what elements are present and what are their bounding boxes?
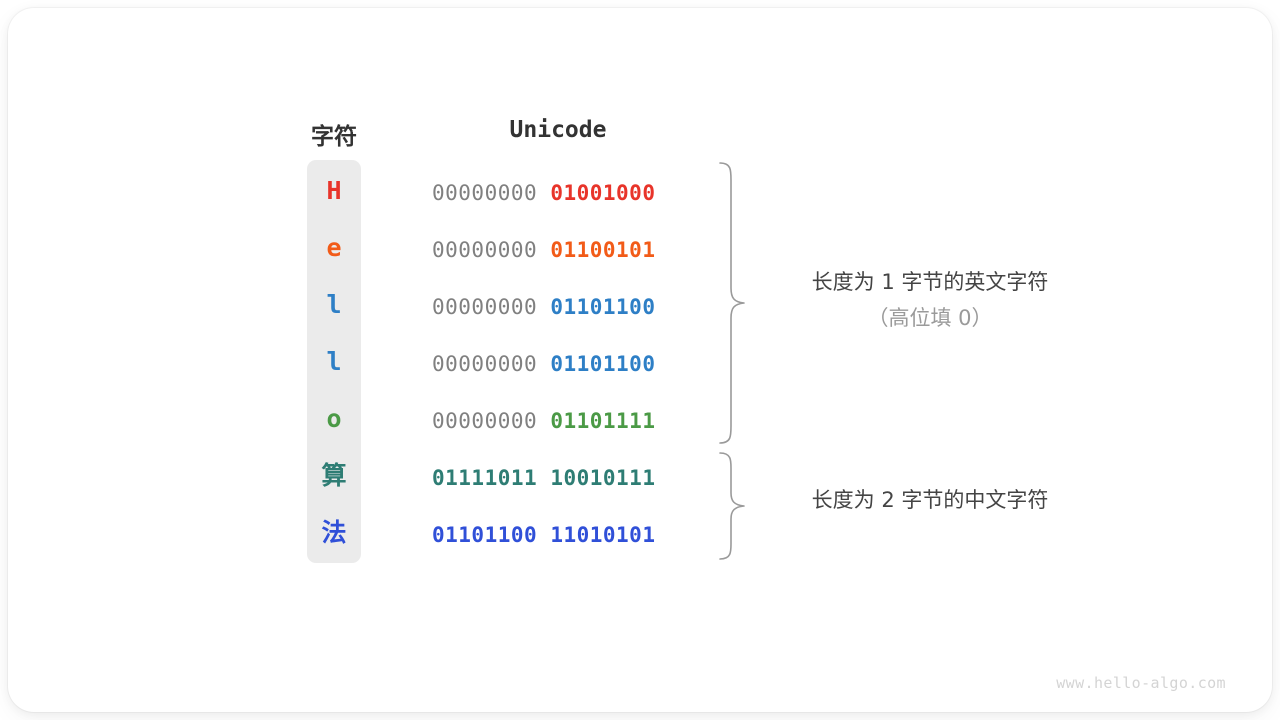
watermark-url: www.hello-algo.com [1056, 674, 1226, 692]
column-header-character: 字符 [311, 124, 357, 150]
unicode-binary-row: 01101100 11010101 [432, 506, 684, 563]
annotation-ascii: 长度为 1 字节的英文字符 （高位填 0） [770, 264, 1090, 336]
byte-separator [537, 523, 550, 547]
byte-separator [537, 352, 550, 376]
high-byte: 01111011 [432, 465, 538, 490]
unicode-binary-row: 00000000 01101100 [432, 278, 684, 335]
annotation-cjk: 长度为 2 字节的中文字符 [770, 482, 1090, 518]
low-byte: 01101111 [550, 408, 656, 433]
low-byte: 01101100 [550, 294, 656, 319]
character-cell: 法 [321, 518, 347, 547]
byte-separator [537, 295, 550, 319]
byte-separator [537, 238, 550, 262]
unicode-binary-row: 01111011 10010111 [432, 449, 684, 506]
character-cell: 算 [321, 461, 347, 490]
low-byte: 11010101 [550, 522, 656, 547]
high-byte: 00000000 [432, 294, 538, 319]
high-byte: 00000000 [432, 408, 538, 433]
annotation-ascii-line1: 长度为 1 字节的英文字符 [811, 270, 1049, 294]
character-cell: l [326, 347, 342, 376]
character-cell: o [326, 404, 342, 433]
brace-ascii-group [719, 162, 745, 444]
figure-card [8, 8, 1272, 712]
byte-separator [537, 409, 550, 433]
byte-separator [537, 181, 550, 205]
high-byte: 00000000 [432, 351, 538, 376]
byte-separator [537, 466, 550, 490]
unicode-binary-row: 00000000 01101111 [432, 392, 684, 449]
high-byte: 01101100 [432, 522, 538, 547]
unicode-binary-row: 00000000 01001000 [432, 164, 684, 221]
unicode-binary-row: 00000000 01101100 [432, 335, 684, 392]
low-byte: 01100101 [550, 237, 656, 262]
high-byte: 00000000 [432, 180, 538, 205]
unicode-binary-row: 00000000 01100101 [432, 221, 684, 278]
column-header-unicode: Unicode [509, 117, 607, 143]
character-cell: H [326, 176, 342, 205]
low-byte: 10010111 [550, 465, 656, 490]
low-byte: 01101100 [550, 351, 656, 376]
high-byte: 00000000 [432, 237, 538, 262]
character-cell: l [326, 290, 342, 319]
character-cell: e [326, 233, 342, 262]
annotation-cjk-line1: 长度为 2 字节的中文字符 [811, 488, 1049, 512]
annotation-ascii-line2: （高位填 0） [867, 306, 993, 330]
low-byte: 01001000 [550, 180, 656, 205]
brace-cjk-group [719, 452, 745, 560]
